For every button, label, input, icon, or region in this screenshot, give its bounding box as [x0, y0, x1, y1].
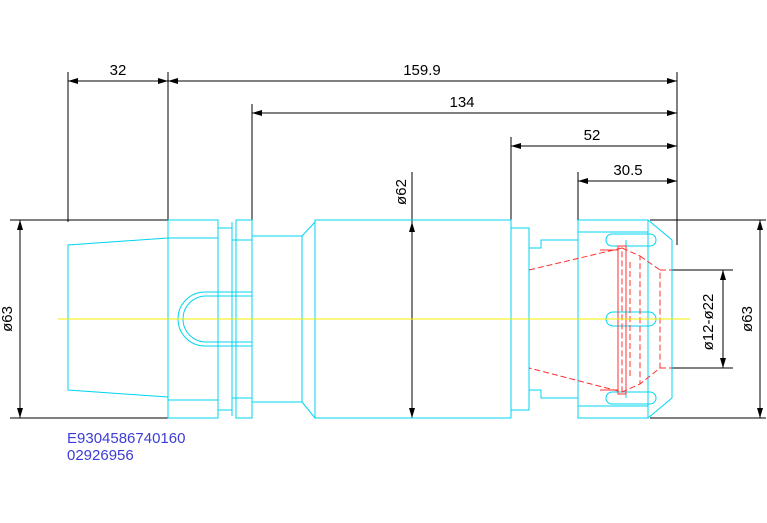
dim-label-dia-63-left: ø63	[0, 306, 16, 332]
collet-outline	[600, 245, 627, 395]
dim-top-30-5	[577, 172, 677, 222]
dim-dia-62	[409, 172, 415, 418]
dim-label-dia-63-right: ø63	[739, 306, 756, 332]
part-code-line-2: 02926956	[67, 447, 134, 464]
dim-label-30-5: 30.5	[613, 162, 642, 179]
dim-top-52	[510, 137, 677, 222]
neck	[251, 220, 316, 420]
dim-label-32: 32	[110, 62, 127, 79]
collet-hidden-lines	[528, 247, 672, 393]
dim-top-32	[67, 72, 168, 222]
taper-shank	[67, 237, 169, 398]
dim-label-159-9: 159.9	[403, 62, 441, 79]
dim-top-159-9	[167, 72, 678, 245]
dim-label-dia-62: ø62	[393, 179, 410, 205]
dim-label-dia-12-22: ø12-ø22	[700, 294, 717, 351]
part-code-line-1: E9304586740160	[67, 430, 186, 447]
dim-top-134	[251, 104, 677, 222]
dim-label-52: 52	[584, 127, 601, 144]
dim-label-134: 134	[449, 94, 474, 111]
dim-dia-12-22	[670, 269, 733, 369]
dim-dia-63-right	[650, 219, 766, 419]
dim-dia-63-left	[10, 219, 168, 419]
